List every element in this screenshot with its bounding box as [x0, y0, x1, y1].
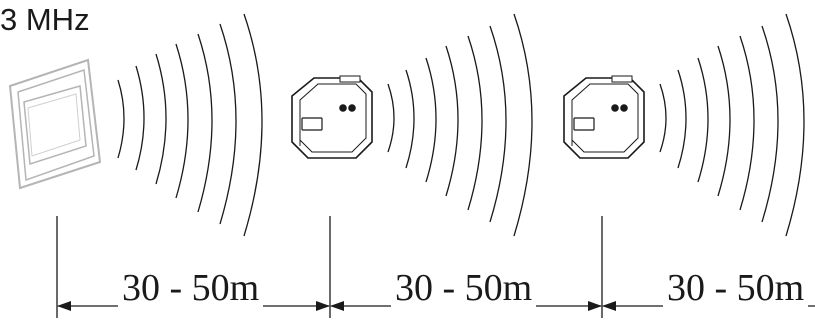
wall-switch — [8, 58, 102, 190]
signal-waves — [117, 13, 805, 237]
frequency-label: 3 MHz — [0, 2, 90, 37]
receiver-module-1 — [291, 75, 373, 159]
distance-label-3: 30 - 50m — [663, 268, 809, 308]
distance-label-2: 30 - 50m — [391, 268, 537, 308]
receiver-module-2 — [563, 75, 645, 159]
distance-label-1: 30 - 50m — [118, 268, 264, 308]
